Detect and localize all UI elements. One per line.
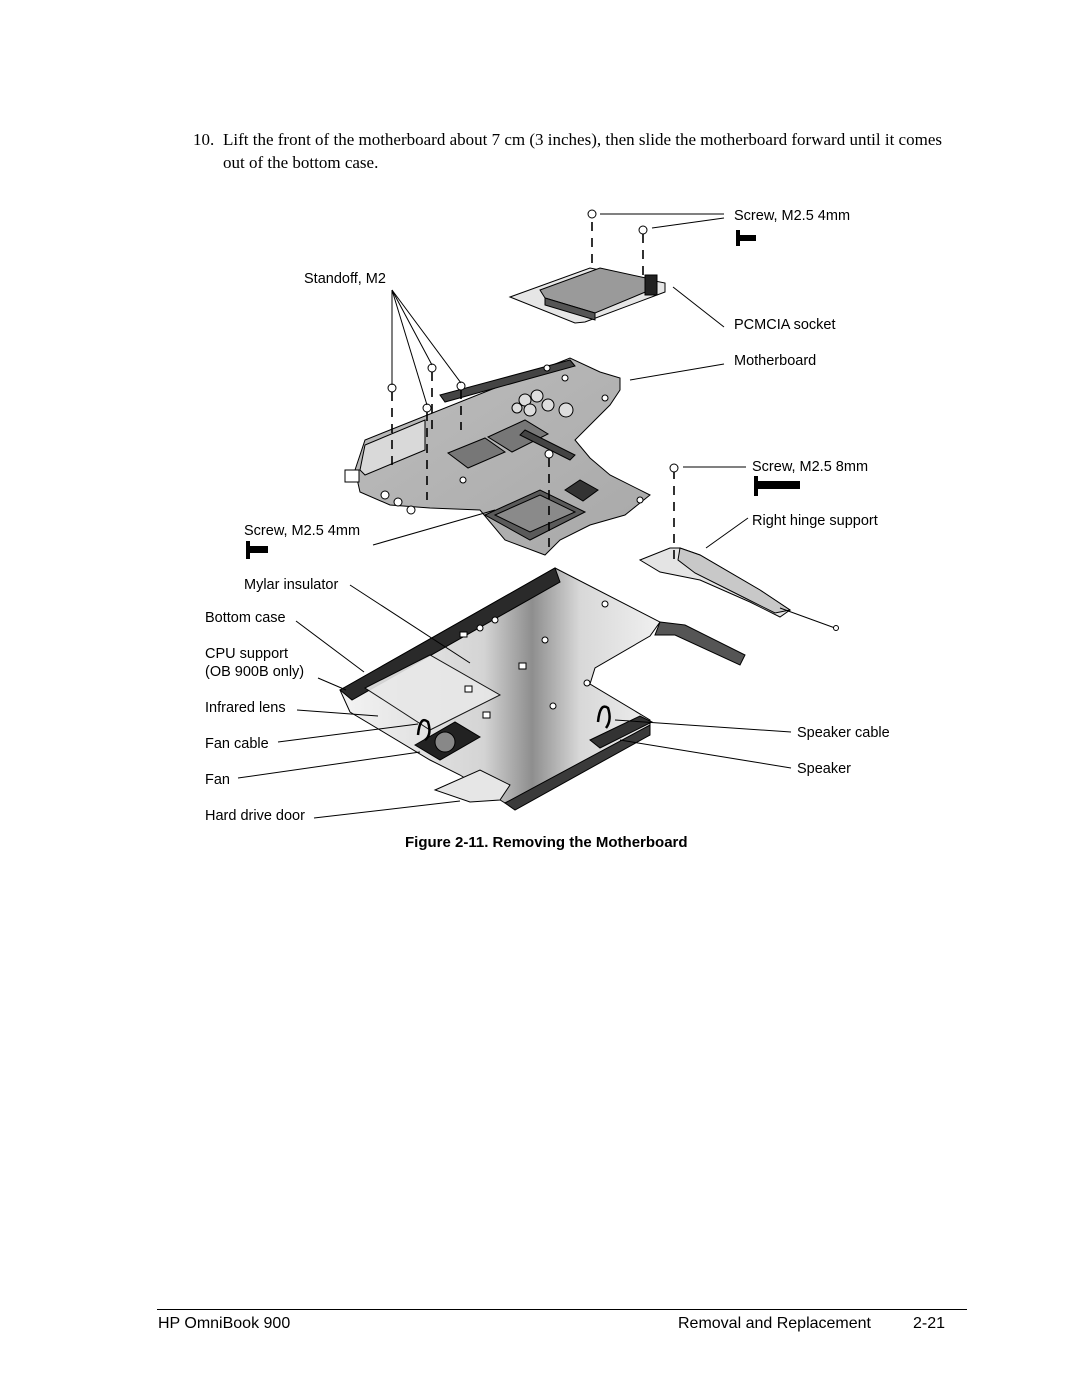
label-pcmcia-socket: PCMCIA socket <box>734 317 836 333</box>
pcmcia-socket-part <box>508 267 666 324</box>
step-text: Lift the front of the motherboard about … <box>223 130 942 172</box>
figure-caption: Figure 2-11. Removing the Motherboard <box>405 834 688 851</box>
footer-book-title: HP OmniBook 900 <box>158 1315 291 1332</box>
label-screw-m25-4mm-top: Screw, M2.5 4mm <box>734 208 851 224</box>
screw-size-indicators <box>246 230 800 559</box>
screw-icons <box>387 209 679 473</box>
label-motherboard: Motherboard <box>734 353 817 369</box>
label-cpu-support: CPU support <box>205 646 289 662</box>
step-number: 10. <box>193 130 215 149</box>
footer-rule <box>157 1309 967 1310</box>
label-speaker: Speaker <box>797 761 852 777</box>
right-hinge-support-part <box>638 547 839 631</box>
label-cpu-support-note: (OB 900B only) <box>205 664 305 680</box>
bottom-case-part <box>339 567 746 811</box>
label-right-hinge-support: Right hinge support <box>752 513 878 529</box>
label-speaker-cable: Speaker cable <box>797 725 890 741</box>
label-bottom-case: Bottom case <box>205 610 286 626</box>
label-fan: Fan <box>205 772 230 788</box>
label-standoff-m2: Standoff, M2 <box>304 271 386 287</box>
label-infrared-lens: Infrared lens <box>205 700 286 716</box>
label-hard-drive-door: Hard drive door <box>205 808 305 824</box>
label-fan-cable: Fan cable <box>205 736 269 752</box>
label-mylar-insulator: Mylar insulator <box>244 577 339 593</box>
callout-leader-lines <box>237 213 792 819</box>
screw-assembly-lines <box>391 222 675 562</box>
footer-section-title: Removal and Replacement <box>678 1315 871 1332</box>
footer-page-number: 2-21 <box>913 1315 946 1332</box>
label-screw-m25-8mm: Screw, M2.5 8mm <box>752 459 869 475</box>
label-screw-m25-4mm-left: Screw, M2.5 4mm <box>244 523 361 539</box>
